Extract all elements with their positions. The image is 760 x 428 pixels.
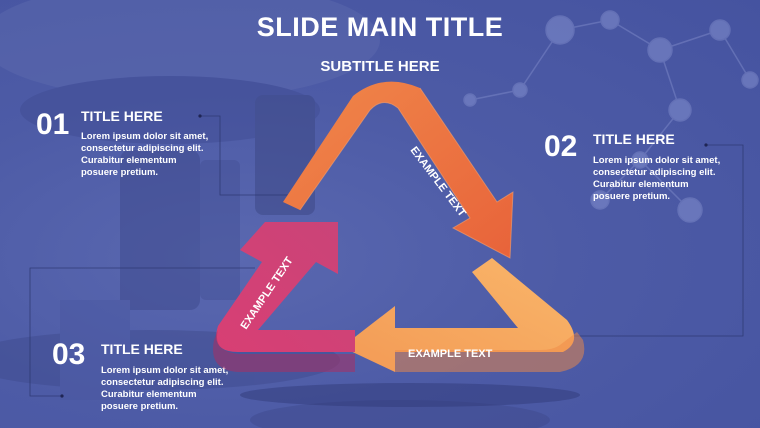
item-body-line: Lorem ipsum dolor sit amet, bbox=[81, 131, 209, 142]
item-title-01: TITLE HERE bbox=[81, 108, 163, 124]
item-body-line: consectetur adipiscing elit. bbox=[593, 167, 716, 178]
item-body-line: posuere pretium. bbox=[593, 191, 671, 202]
item-body-03: Lorem ipsum dolor sit amet, consectetur … bbox=[101, 365, 228, 413]
item-body-line: posuere pretium. bbox=[81, 167, 159, 178]
item-number-01: 01 bbox=[36, 108, 70, 141]
left-arrow bbox=[213, 222, 355, 372]
item-title-02: TITLE HERE bbox=[593, 131, 675, 147]
item-body-line: Lorem ipsum dolor sit amet, bbox=[101, 365, 229, 376]
slide-subtitle: SUBTITLE HERE bbox=[320, 58, 440, 75]
item-body-02: Lorem ipsum dolor sit amet, consectetur … bbox=[593, 155, 720, 203]
item-title-03: TITLE HERE bbox=[101, 341, 183, 357]
item-body-line: Curabitur elementum bbox=[81, 155, 177, 166]
diagram-shadow bbox=[240, 383, 580, 407]
item-body-line: Curabitur elementum bbox=[593, 179, 689, 190]
item-body-line: Lorem ipsum dolor sit amet, bbox=[593, 155, 721, 166]
item-body-line: Curabitur elementum bbox=[101, 389, 197, 400]
item-number-02: 02 bbox=[544, 130, 578, 163]
item-body-line: posuere pretium. bbox=[101, 401, 179, 412]
slide-title: SLIDE MAIN TITLE bbox=[256, 12, 504, 42]
bottom-arrow-label: EXAMPLE TEXT bbox=[408, 348, 493, 360]
item-number-03: 03 bbox=[52, 338, 86, 371]
item-body-line: consectetur adipiscing elit. bbox=[101, 377, 224, 388]
item-body-line: consectetur adipiscing elit. bbox=[81, 143, 204, 154]
right-arrow bbox=[283, 81, 514, 259]
item-body-01: Lorem ipsum dolor sit amet, consectetur … bbox=[81, 131, 208, 179]
bottom-arrow bbox=[342, 258, 585, 372]
